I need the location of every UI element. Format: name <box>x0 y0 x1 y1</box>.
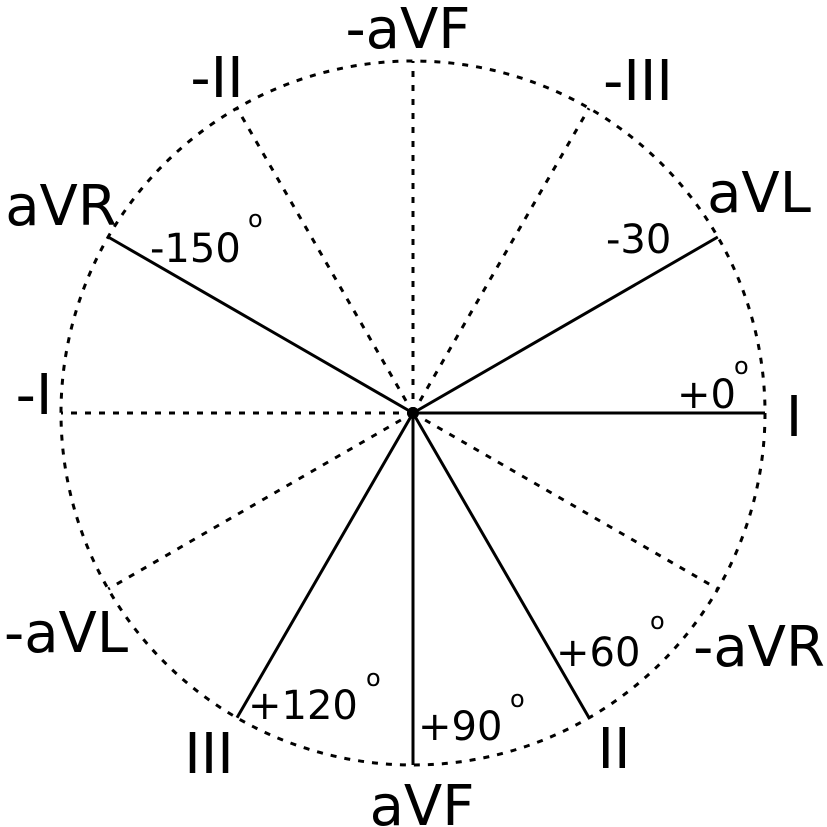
label-i: I <box>786 385 803 450</box>
lead-aVR-axis <box>107 235 414 415</box>
neg-lead-III-axis <box>411 107 591 414</box>
angle-label-plus-90: +90 <box>418 704 502 750</box>
neg-lead-aVL-axis <box>107 411 414 591</box>
label-neg-avl: -aVL <box>4 601 128 666</box>
label-ii: II <box>597 717 630 782</box>
label-avl: aVL <box>707 161 811 226</box>
angle-label-minus-150: -150 <box>150 226 241 272</box>
neg-lead-II-axis <box>235 107 415 414</box>
lead-aVL-axis <box>412 235 719 415</box>
neg-lead-aVR-axis <box>412 411 719 591</box>
label-avf: aVF <box>370 774 475 827</box>
angle-label-plus-0: +0 <box>677 372 736 418</box>
degree-symbol-plus-120: o <box>366 664 381 692</box>
label-neg-ii: -II <box>190 46 243 111</box>
label-neg-avf: -aVF <box>345 0 470 62</box>
label-iii: III <box>184 722 234 787</box>
angle-label-plus-60: +60 <box>556 630 640 676</box>
degree-symbol-plus-0: o <box>734 352 749 380</box>
label-neg-iii: -III <box>603 49 673 114</box>
lead-II-axis <box>411 412 591 719</box>
lead-III-axis <box>235 412 415 719</box>
degree-symbol-plus-60: o <box>650 607 665 635</box>
label-neg-avr: -aVR <box>693 615 825 680</box>
label-avr: aVR <box>5 174 117 239</box>
degree-symbol-minus-150: o <box>248 205 263 233</box>
label-neg-i: -I <box>16 363 53 428</box>
angle-label-minus-30: -30 <box>606 217 671 263</box>
degree-symbol-plus-90: o <box>510 685 525 713</box>
lead-axes <box>61 61 765 765</box>
angle-label-plus-120: +120 <box>248 683 358 729</box>
